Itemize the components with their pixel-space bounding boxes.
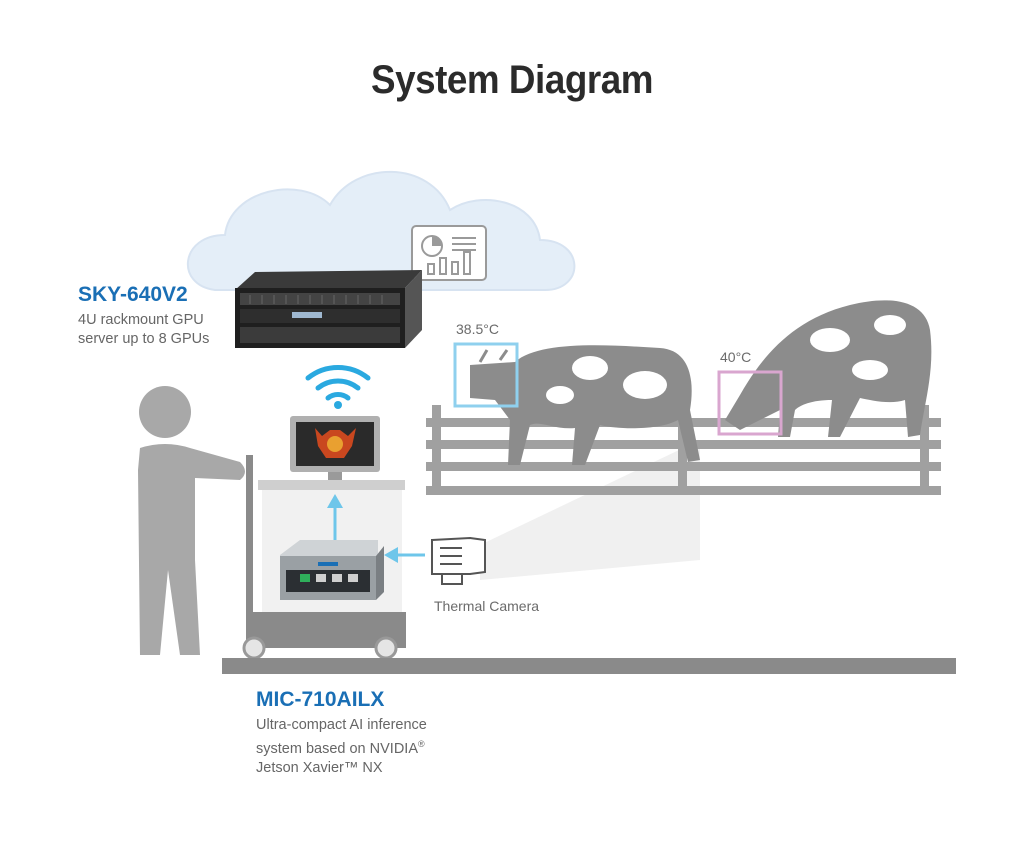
thermal-camera-icon: [431, 536, 486, 585]
arrow-up: [327, 494, 343, 540]
camera-beam: [480, 440, 700, 580]
ground-bar: [222, 658, 956, 674]
edge-desc-line3: Jetson Xavier™ NX: [256, 759, 383, 776]
monitor-image: [290, 416, 380, 480]
edge-desc-line2-text: system based on NVIDIA: [256, 740, 418, 757]
server-desc-line1: 4U rackmount GPU: [78, 312, 204, 328]
temperature-reading-2: 40°C: [720, 349, 752, 365]
edge-desc-line1: Ultra-compact AI inference: [256, 717, 427, 733]
thermal-camera-label: Thermal Camera: [434, 598, 540, 614]
edge-device-name: MIC-710AILX: [256, 688, 385, 711]
temperature-reading-1: 38.5°C: [456, 321, 499, 337]
arrow-left: [384, 547, 425, 563]
temperature-box-1: [453, 342, 519, 408]
person-icon: [138, 386, 245, 655]
registered-mark: ®: [418, 739, 425, 749]
cow-patches: [810, 315, 906, 380]
cow-patches: [546, 356, 667, 404]
server-description: 4U rackmount GPU server up to 8 GPUs: [78, 311, 209, 349]
dashboard-chart-icon: [411, 225, 487, 281]
edge-device-description: Ultra-compact AI inference system based …: [256, 716, 427, 778]
edge-desc-line2: system based on NVIDIA®: [256, 735, 427, 759]
temperature-box-2: [717, 370, 783, 436]
page-title: System Diagram: [371, 58, 653, 102]
cow-icon: [725, 300, 932, 437]
server-desc-line2: server up to 8 GPUs: [78, 331, 210, 347]
edge-device-image: [280, 540, 384, 600]
server-name: SKY-640V2: [78, 283, 188, 306]
wifi-dot: [334, 401, 342, 409]
rack-server-image: [235, 270, 422, 348]
wifi-icon: [305, 364, 371, 401]
